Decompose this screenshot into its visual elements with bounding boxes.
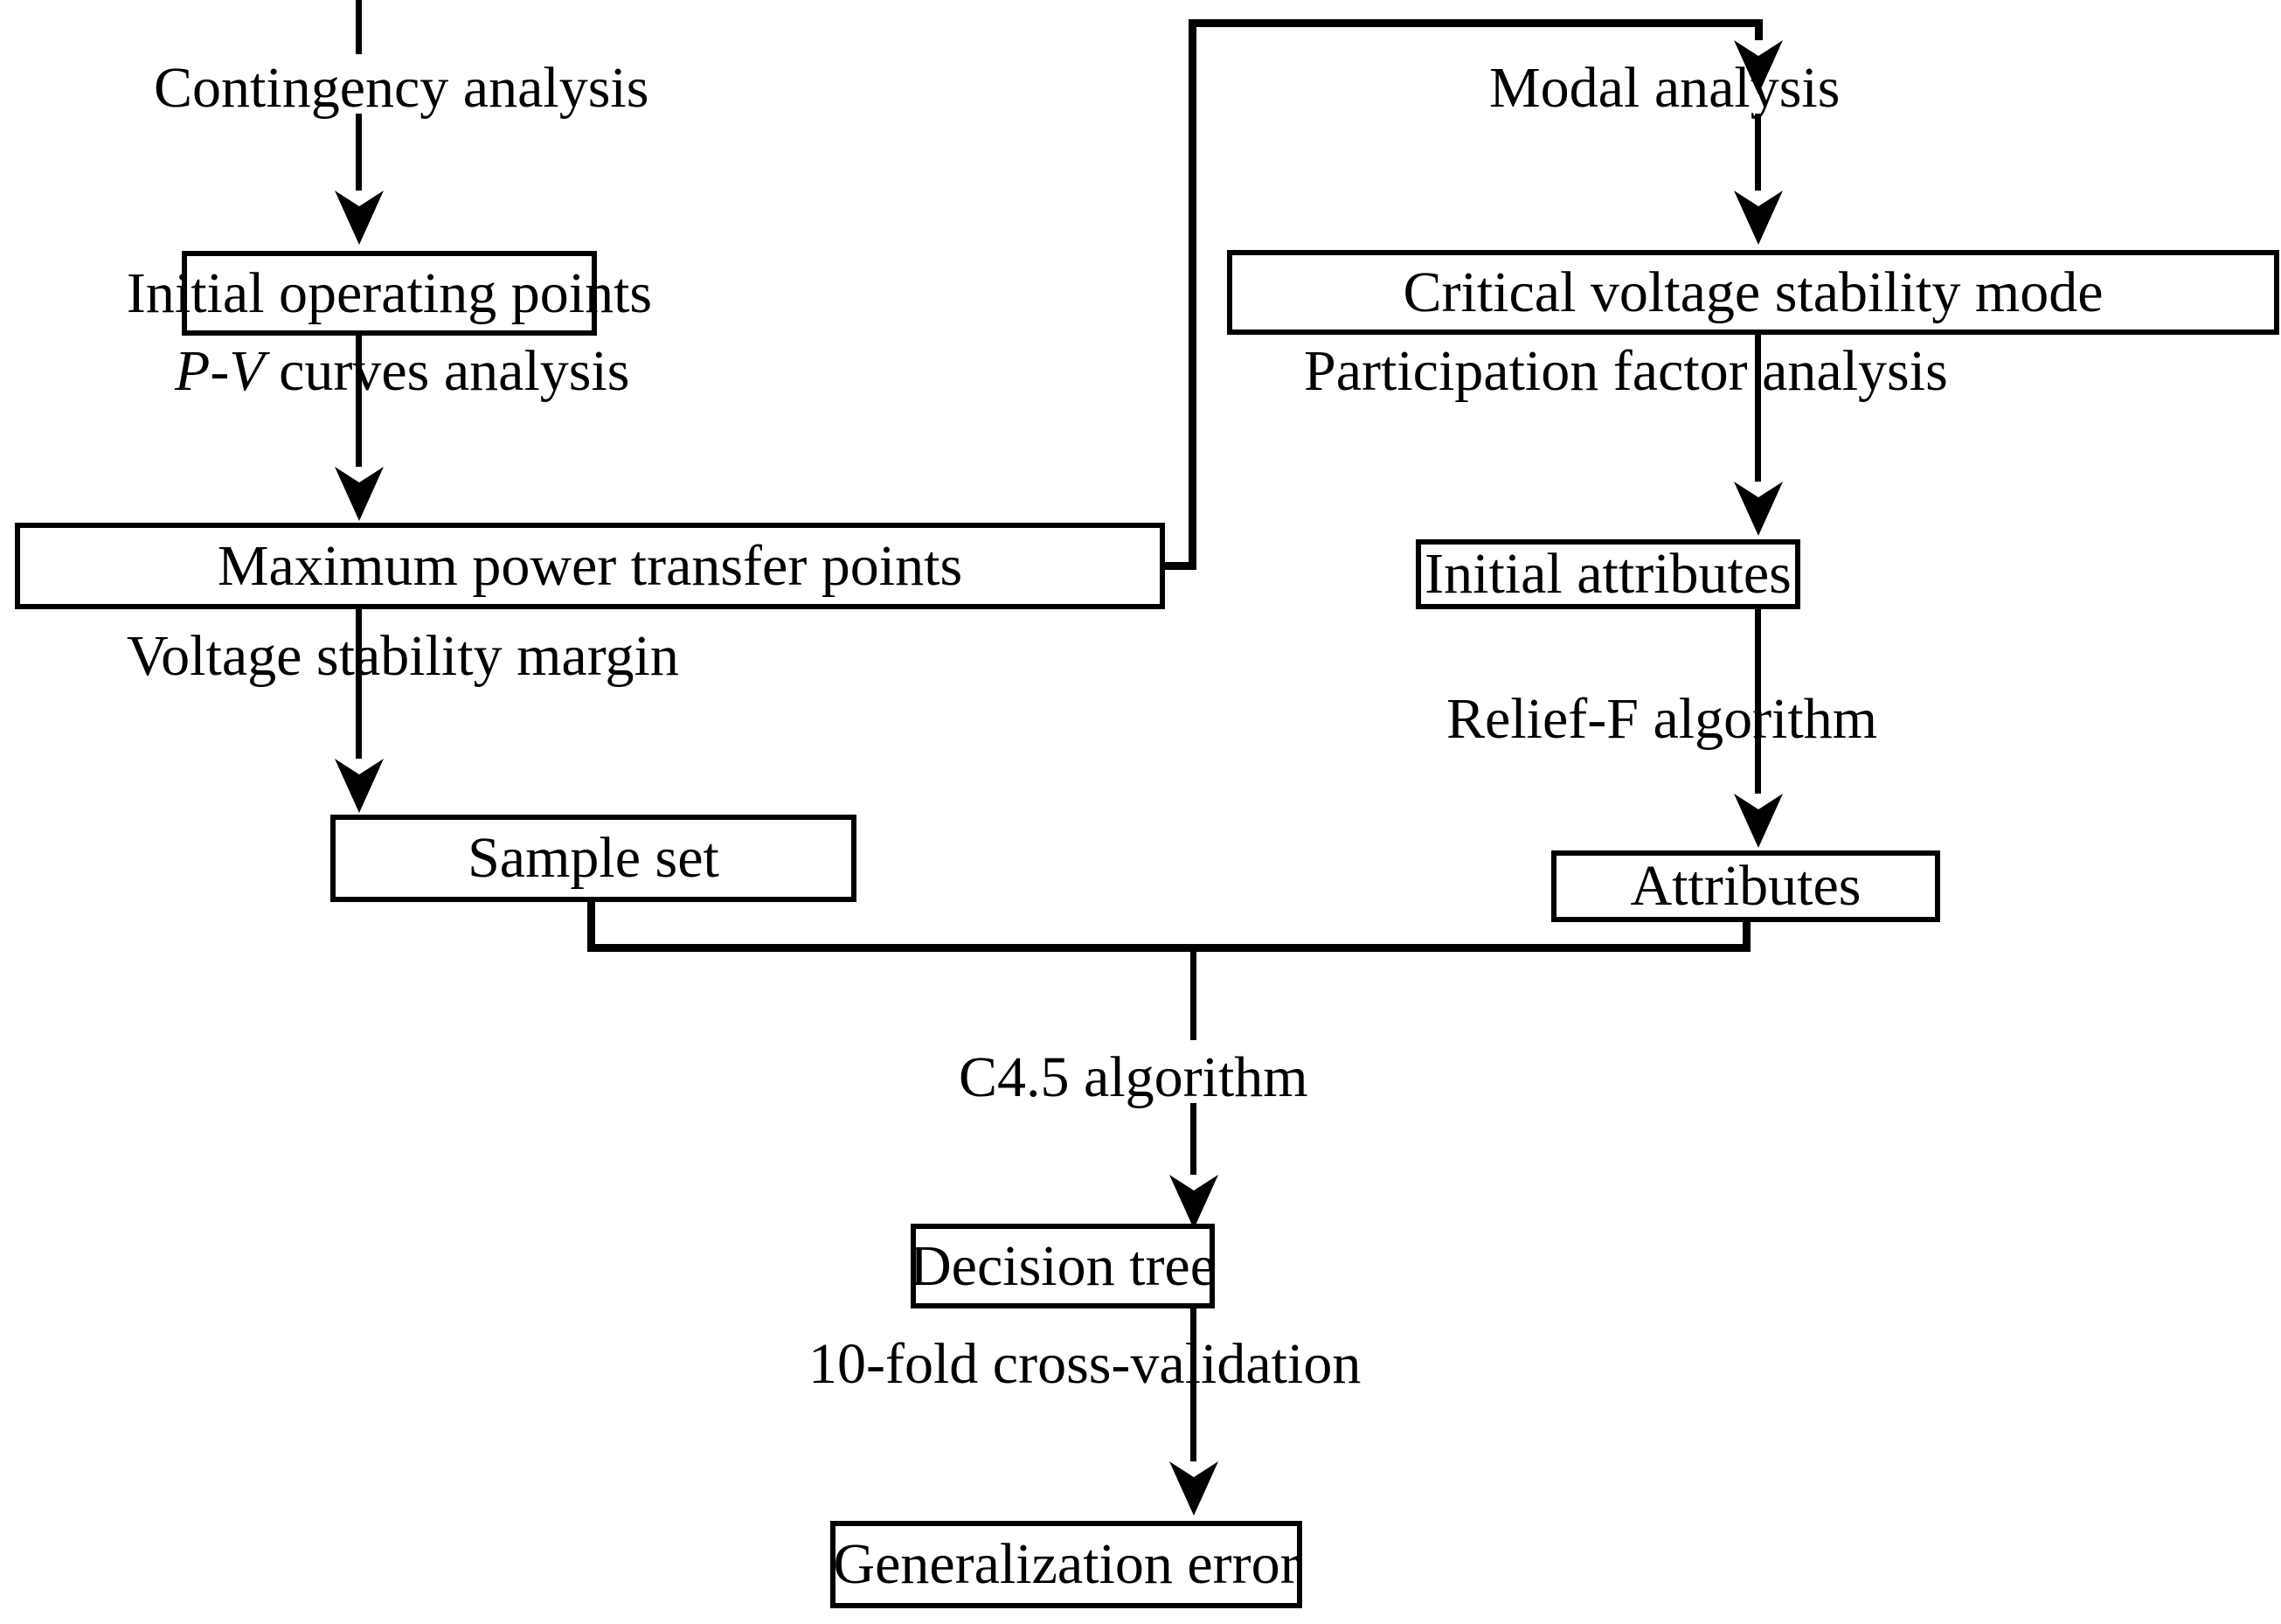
- node-maximum-power-transfer-points[interactable]: Maximum power transfer points: [15, 523, 1165, 609]
- connector-maxpower-feedback-stub: [1160, 562, 1196, 570]
- connector-feedback-down-to-modal: [1755, 19, 1763, 56]
- connector-decision-tree-to-generalization-error: [1190, 1308, 1196, 1475]
- arrowhead-notch-4: [1734, 191, 1783, 206]
- connector-sample-set-drop: [587, 902, 595, 951]
- edge-label-contingency-analysis: Contingency analysis: [154, 56, 649, 120]
- node-critical-voltage-stability-mode[interactable]: Critical voltage stability mode: [1227, 250, 2279, 335]
- connector-c45-to-decision-tree: [1190, 1103, 1196, 1190]
- arrowhead-notch-5: [1734, 482, 1783, 497]
- edge-label-modal-analysis: Modal analysis: [1489, 56, 1841, 120]
- connector-critical-mode-to-initial-attributes: [1755, 335, 1761, 490]
- edge-label-c45-algorithm: C4.5 algorithm: [959, 1045, 1308, 1109]
- node-label-generalization-error: Generalization error: [833, 1532, 1300, 1596]
- connector-feedback-top-run: [1189, 19, 1761, 27]
- arrowhead-notch-feedback: [1734, 40, 1783, 56]
- connector-contingency-to-initial-points: [356, 114, 362, 201]
- connector-initial-points-to-max-power: [356, 336, 362, 474]
- connector-attributes-drop: [1743, 922, 1751, 951]
- node-label-initial-attributes: Initial attributes: [1425, 542, 1792, 606]
- arrowhead-notch-7: [1169, 1175, 1218, 1190]
- node-label-attributes: Attributes: [1630, 854, 1862, 918]
- connector-max-power-to-sample-set: [356, 609, 362, 767]
- connector-modal-to-critical-mode: [1755, 114, 1761, 201]
- edge-label-pv-curves-analysis: P-V curves analysis: [175, 343, 630, 400]
- node-attributes[interactable]: Attributes: [1551, 850, 1940, 922]
- node-generalization-error[interactable]: Generalization error: [830, 1521, 1302, 1608]
- pv-rest-text: curves analysis: [264, 339, 630, 403]
- node-label-critical-voltage-stability-mode: Critical voltage stability mode: [1403, 260, 2104, 324]
- pv-italic-text: P-V: [175, 339, 265, 403]
- arrowhead-notch-3: [335, 759, 384, 774]
- arrowhead-notch-2: [335, 467, 384, 482]
- edge-label-ten-fold-cross-validation: 10-fold cross-validation: [808, 1332, 1362, 1396]
- node-label-decision-tree: Decision tree: [910, 1233, 1217, 1298]
- arrowhead-notch-8: [1169, 1461, 1218, 1477]
- edge-label-relief-f-algorithm: Relief-F algorithm: [1446, 687, 1878, 751]
- node-label-sample-set: Sample set: [468, 826, 719, 890]
- node-initial-operating-points[interactable]: Initial operating points: [127, 251, 652, 336]
- connector-maxpower-feedback-riser: [1189, 19, 1196, 568]
- node-decision-tree[interactable]: Decision tree: [910, 1224, 1216, 1308]
- arrowhead-notch-1: [335, 191, 384, 206]
- connector-merge-to-c45: [1190, 944, 1196, 1040]
- edge-label-voltage-stability-margin: Voltage stability margin: [127, 624, 679, 688]
- node-label-initial-operating-points: Initial operating points: [126, 260, 653, 325]
- connector-initial-attributes-to-attributes: [1755, 609, 1761, 802]
- edge-label-participation-factor-analysis: Participation factor analysis: [1304, 339, 1948, 403]
- node-initial-attributes[interactable]: Initial attributes: [1416, 539, 1800, 609]
- connector-merge-bar: [587, 944, 1751, 952]
- node-label-maximum-power-transfer-points: Maximum power transfer points: [217, 533, 963, 598]
- connector-top-stub: [356, 0, 362, 54]
- node-sample-set[interactable]: Sample set: [330, 815, 856, 902]
- arrowhead-notch-6: [1734, 794, 1783, 809]
